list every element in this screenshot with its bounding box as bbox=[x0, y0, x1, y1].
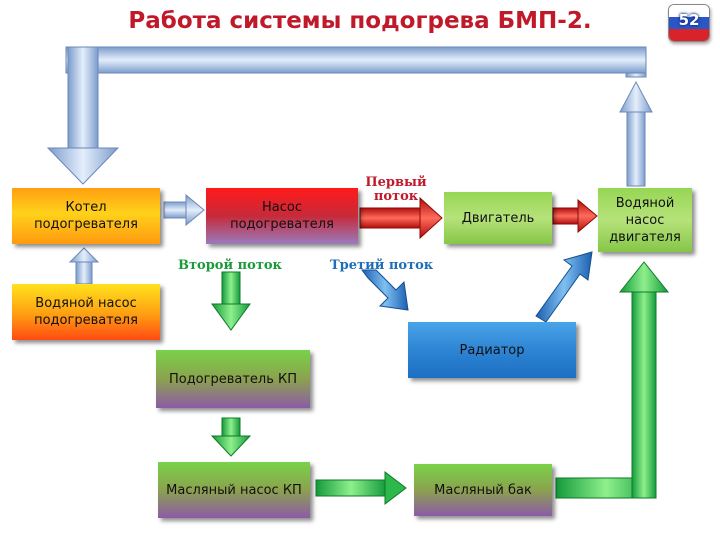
radiator-box: Радиатор bbox=[408, 322, 576, 378]
arrow-tank-to-waterpump bbox=[555, 261, 670, 499]
engine-water-pump-box: Водяной насос двигателя bbox=[598, 188, 692, 252]
slide-number-badge: 52 bbox=[668, 4, 710, 42]
slide-number: 52 bbox=[678, 11, 700, 29]
heater-pump-box: Насос подогревателя bbox=[206, 188, 358, 244]
up-arrow-to-loop bbox=[619, 80, 653, 187]
kotel-box: Котел подогревателя bbox=[12, 188, 160, 244]
arrow-engine-to-waterpump bbox=[552, 198, 598, 234]
second-flow-arrow bbox=[211, 271, 251, 331]
return-loop-arrow bbox=[46, 46, 647, 185]
first-flow-arrow bbox=[359, 196, 443, 240]
gearbox-oil-pump-box: Масляный насос КП bbox=[158, 462, 310, 518]
engine-box: Двигатель bbox=[444, 192, 552, 244]
arrow-oilpump-to-tank bbox=[315, 470, 407, 506]
third-flow-label: Третий поток bbox=[330, 258, 434, 273]
page-title: Работа системы подогрева БМП-2. bbox=[128, 8, 592, 34]
water-pump-heater-box: Водяной насос подогревателя bbox=[12, 284, 160, 340]
first-flow-label: Первый поток bbox=[365, 175, 427, 204]
second-flow-label: Второй поток bbox=[178, 258, 282, 273]
arrow-kotel-to-pump bbox=[163, 193, 205, 227]
arrow-radiator-to-waterpump bbox=[535, 251, 593, 323]
third-flow-arrow bbox=[361, 269, 409, 311]
arrow-waterpump-to-kotel bbox=[68, 247, 100, 285]
oil-tank-box: Масляный бак bbox=[414, 464, 552, 516]
gearbox-heater-box: Подогреватель КП bbox=[156, 350, 310, 408]
arrow-heater-to-oilpump bbox=[210, 417, 252, 457]
